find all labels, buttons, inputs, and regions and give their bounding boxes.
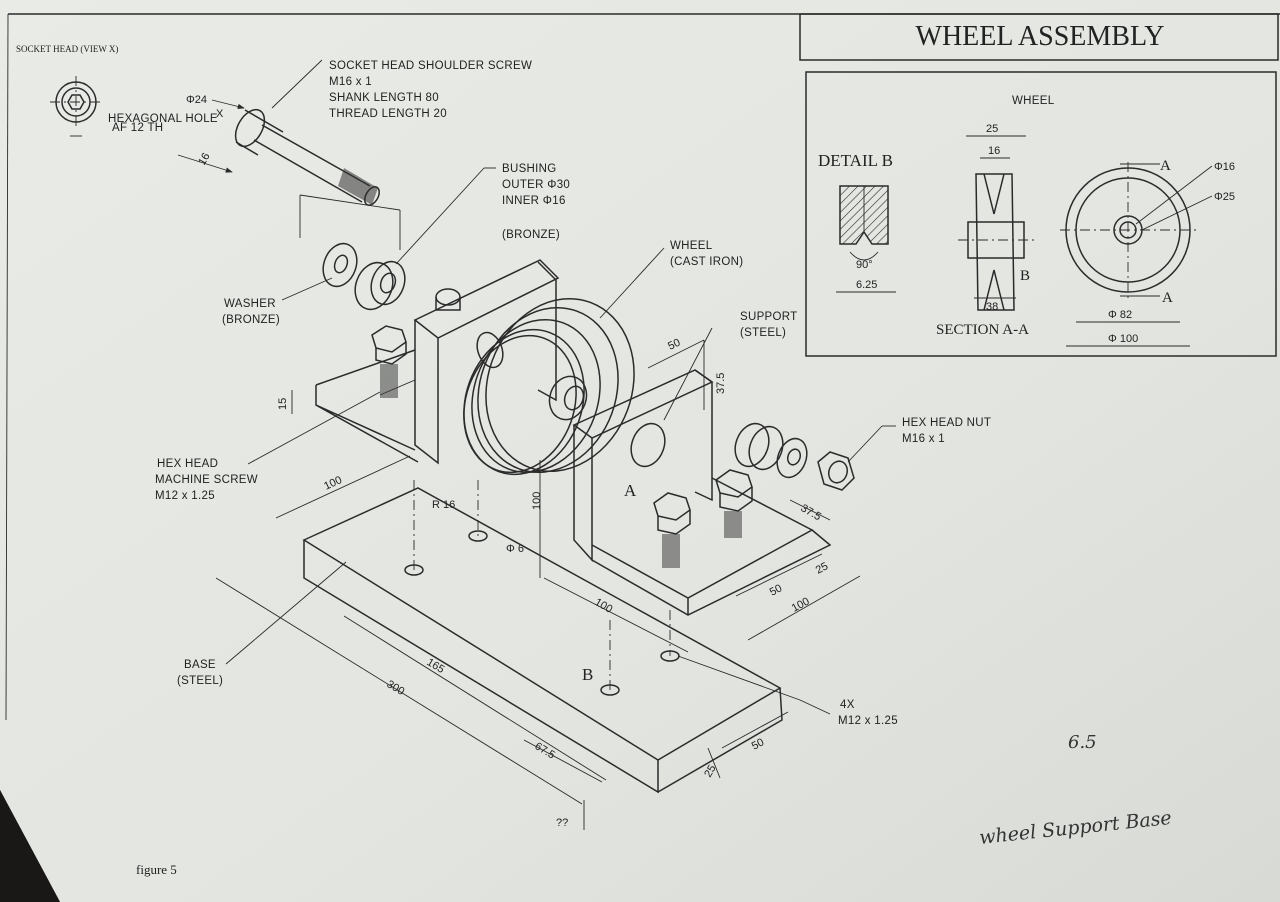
base-line-1: BASE [184, 659, 216, 671]
section-38: 38 [986, 301, 998, 313]
bushing-line-1: BUSHING [502, 163, 557, 175]
wheel-line-2: (CAST IRON) [670, 256, 743, 268]
dim-25-b: 25 [702, 763, 719, 780]
screw-line-1: SOCKET HEAD SHOULDER SCREW [329, 60, 532, 72]
nut-line-1: HEX HEAD NUT [902, 417, 991, 429]
socket-note-1: HEXAGONAL HOLE [108, 113, 218, 125]
phi-16: Φ16 [1214, 161, 1235, 173]
left-hex-screw [371, 325, 407, 398]
dim-25-a: 25 [814, 560, 830, 576]
section-25: 25 [986, 123, 998, 135]
bushing-line-3: INNER Φ16 [502, 195, 566, 207]
support-line-1: SUPPORT [740, 311, 797, 323]
wheel-line-1: WHEEL [670, 240, 713, 252]
section-a-bottom: A [1162, 290, 1173, 306]
dim-37-5-a: 37.5 [715, 373, 727, 394]
dim-r16: R 16 [432, 499, 455, 511]
machine-screw-line-2: MACHINE SCREW [155, 474, 258, 486]
right-hex-screws [653, 469, 753, 568]
screw-line-2: M16 x 1 [329, 76, 372, 88]
mark-a-main: A [624, 481, 637, 500]
right-support [572, 369, 832, 616]
handwritten-score: 6.5 [1068, 732, 1097, 753]
holes-line-2: M12 x 1.25 [838, 715, 898, 727]
holes-line-1: 4X [840, 699, 855, 711]
title-box [799, 13, 1279, 61]
detail-b-title: DETAIL B [818, 151, 893, 170]
section-16: 16 [988, 145, 1000, 157]
section-title: SECTION A-A [936, 322, 1029, 338]
machine-screw-line-3: M12 x 1.25 [155, 490, 215, 502]
screw-length-dim: 16 [196, 151, 213, 168]
phi-82: Φ 82 [1108, 309, 1132, 321]
section-b-mark: B [1020, 268, 1030, 284]
base-part [302, 480, 783, 794]
base-line-2: (STEEL) [177, 675, 223, 687]
socket-head-title: SOCKET HEAD (VIEW X) [16, 44, 118, 54]
washer-part [322, 242, 358, 288]
bushing-part [354, 260, 406, 311]
screw-diameter-dim: Φ24 [186, 94, 207, 106]
support-line-2: (STEEL) [740, 327, 786, 339]
phi-100: Φ 100 [1108, 333, 1138, 345]
machine-screw-line-1: HEX HEAD [157, 458, 218, 470]
right-bushing-washer-nut [734, 422, 855, 491]
dim-50-b: 50 [768, 582, 784, 598]
wheel-part [463, 297, 635, 476]
dim-50: 50 [666, 337, 682, 353]
screw-line-3: SHANK LENGTH 80 [329, 92, 439, 104]
dim-50-c: 50 [750, 736, 766, 752]
socket-note-2: AF 12 TH [112, 122, 163, 134]
dim-question: ?? [556, 817, 568, 829]
dim-phi-6: Φ 6 [506, 543, 524, 555]
wheel-detail-box: WHEEL DETAIL B 90° 6.25 25 16 38 B SECTI… [805, 71, 1277, 357]
nut-line-2: M16 x 1 [902, 433, 945, 445]
drawing-title: WHEEL ASSEMBLY [916, 21, 1165, 52]
table-shadow [0, 790, 60, 902]
phi-25: Φ25 [1214, 191, 1235, 203]
detail-angle: 90° [856, 259, 873, 271]
screw-view-mark: X [216, 108, 224, 120]
wheel-box-title: WHEEL [1012, 95, 1055, 107]
left-support [315, 259, 560, 465]
washer-line-2: (BRONZE) [222, 314, 280, 326]
socket-head-view: SOCKET HEAD (VIEW X) HEXAGONAL HOLE AF 1… [16, 44, 218, 137]
dimension-lines [215, 339, 861, 830]
washer-line-1: WASHER [224, 298, 276, 310]
left-border [5, 13, 9, 721]
dim-15: 15 [277, 398, 289, 410]
dim-100-b: 100 [531, 492, 543, 510]
bushing-line-2: OUTER Φ30 [502, 179, 570, 191]
screw-line-4: THREAD LENGTH 20 [329, 108, 447, 120]
detail-625: 6.25 [856, 279, 877, 291]
mark-b-main: B [582, 665, 593, 684]
shoulder-screw: 16 Φ24 X SOCKET HEAD SHOULDER SCREW M16 … [177, 59, 532, 250]
bushing-line-4: (BRONZE) [502, 229, 560, 241]
section-a-top: A [1160, 158, 1171, 174]
figure-label: figure 5 [136, 862, 177, 877]
